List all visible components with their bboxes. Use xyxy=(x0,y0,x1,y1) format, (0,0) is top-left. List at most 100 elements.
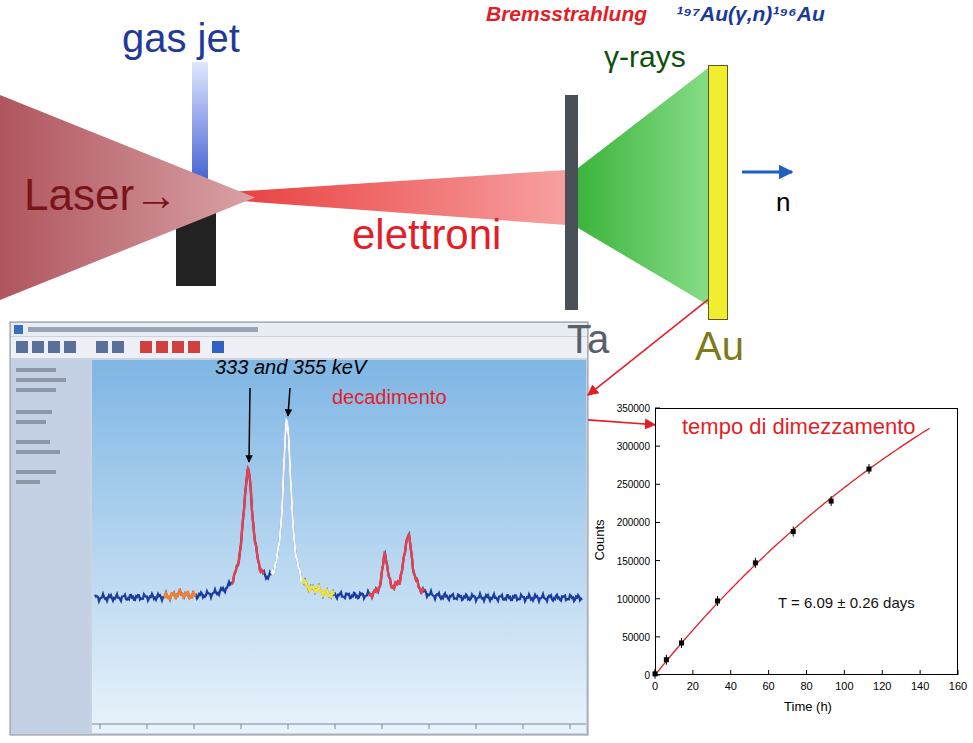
axis-tick xyxy=(476,724,477,729)
axis-tick-label: 350000 xyxy=(617,403,650,414)
axis-tick xyxy=(335,724,336,729)
axis-tick xyxy=(147,724,148,729)
laser-cone-text: Laser→ xyxy=(24,171,178,219)
drawing-part xyxy=(16,410,52,414)
axis-tick-label: 100 xyxy=(835,680,853,692)
diagram-label: elettroni xyxy=(352,212,501,258)
axis-tick-label: 100000 xyxy=(617,593,650,604)
drawing-part xyxy=(140,341,152,353)
spectrum-plot-area xyxy=(92,360,586,733)
drawing-part xyxy=(32,341,44,353)
window-icon xyxy=(14,325,23,334)
window-side-panel xyxy=(12,360,90,733)
drawing-part xyxy=(16,341,28,353)
spectrum-window-text: 333 and 355 keV xyxy=(215,356,366,378)
drawing-part xyxy=(16,480,40,484)
spectrum-axis-ticks xyxy=(100,724,570,729)
peak-pointer xyxy=(249,388,250,462)
peak-fit xyxy=(392,535,424,593)
peak-fit xyxy=(164,590,196,599)
spectrum-window: 333 and 355 keV decadimento xyxy=(10,322,588,735)
peak-fit xyxy=(271,421,303,581)
drawing-part xyxy=(16,368,56,372)
axis-tick-label: 0 xyxy=(652,680,658,692)
drawing-part xyxy=(156,341,168,353)
side-panel-lines xyxy=(16,368,66,484)
laser-cone: Laser→ xyxy=(0,95,255,300)
axis-tick-label: 20 xyxy=(687,680,699,692)
drawing-part xyxy=(16,470,56,474)
tantalum-converter-text: Ta xyxy=(567,317,609,361)
peak-fit xyxy=(302,580,334,597)
fit-curve xyxy=(655,428,930,675)
gold-target: Au xyxy=(708,65,728,320)
laser-beam xyxy=(0,95,255,300)
axis-tick xyxy=(241,724,242,729)
axis-tick xyxy=(429,724,430,729)
tantalum-converter: Ta xyxy=(565,95,578,310)
peak-fit xyxy=(369,553,401,597)
drawing-part xyxy=(112,341,124,353)
chart-data xyxy=(653,428,930,679)
axis-tick-label: 120 xyxy=(873,680,891,692)
axis-tick-label: 250000 xyxy=(617,479,650,490)
diagram-label: ¹⁹⁷Au(γ,n)¹⁹⁶Au xyxy=(676,2,825,25)
spectrum-window-frame xyxy=(10,322,588,735)
axis-tick-label: 80 xyxy=(800,680,812,692)
peak-fit xyxy=(232,468,264,583)
drawing-part xyxy=(16,440,50,444)
drawing-part xyxy=(212,341,224,353)
drawing-part xyxy=(16,420,46,424)
chart-ticks xyxy=(655,408,958,675)
diagram-label: gas jet xyxy=(122,16,240,60)
diagram-label: Bremsstrahlung xyxy=(486,2,647,25)
drawing-part xyxy=(188,341,200,353)
axis-tick-label: 40 xyxy=(725,680,737,692)
axis-tick xyxy=(382,724,383,729)
axis-tick-label: 200000 xyxy=(617,517,650,528)
drawing-part xyxy=(172,341,184,353)
diagram-label: γ-rays xyxy=(604,40,686,73)
neutron-arrow xyxy=(742,171,792,174)
axis-tick-label: 60 xyxy=(763,680,775,692)
gold-target-text: Au xyxy=(695,324,744,368)
axis-tick xyxy=(523,724,524,729)
spectrum-curve xyxy=(95,421,582,601)
data-point xyxy=(715,599,720,604)
toolbar-icons xyxy=(16,341,224,353)
axis-tick-label: 300000 xyxy=(617,441,650,452)
diagram-label: Counts xyxy=(593,519,607,560)
axis-tick-label: 160 xyxy=(949,680,967,692)
diagram-label: n xyxy=(776,188,790,217)
axis-tick-label: 150000 xyxy=(617,555,650,566)
axis-tick xyxy=(100,724,101,729)
axis-tick-label: 0 xyxy=(644,670,650,681)
data-point xyxy=(753,560,758,565)
data-point xyxy=(866,467,871,472)
axis-tick xyxy=(288,724,289,729)
decay-chart: tempo di dimezzamento T = 6.09 ± 0.26 day… xyxy=(655,408,958,675)
axis-tick xyxy=(194,724,195,729)
axis-tick-label: 50000 xyxy=(622,631,650,642)
axis-tick xyxy=(570,724,571,729)
data-point xyxy=(791,529,796,534)
chart-panel xyxy=(590,398,973,728)
drawing-part xyxy=(16,378,66,382)
window-title-bar xyxy=(11,323,587,336)
drawing-part xyxy=(96,341,108,353)
spectrum-window-text: decadimento xyxy=(332,386,447,408)
drawing-part xyxy=(16,450,60,454)
window-title-line xyxy=(28,327,258,332)
spectrum-trace xyxy=(95,422,582,601)
decay-chart-text: T = 6.09 ± 0.26 days xyxy=(778,595,915,612)
peak-pointer xyxy=(288,388,290,416)
drawing-part xyxy=(64,341,76,353)
gamma-cone xyxy=(578,68,708,305)
red-connector xyxy=(588,420,655,425)
data-point xyxy=(664,657,669,662)
decay-chart-text: tempo di dimezzamento xyxy=(682,415,916,439)
drawing-part xyxy=(16,388,56,392)
